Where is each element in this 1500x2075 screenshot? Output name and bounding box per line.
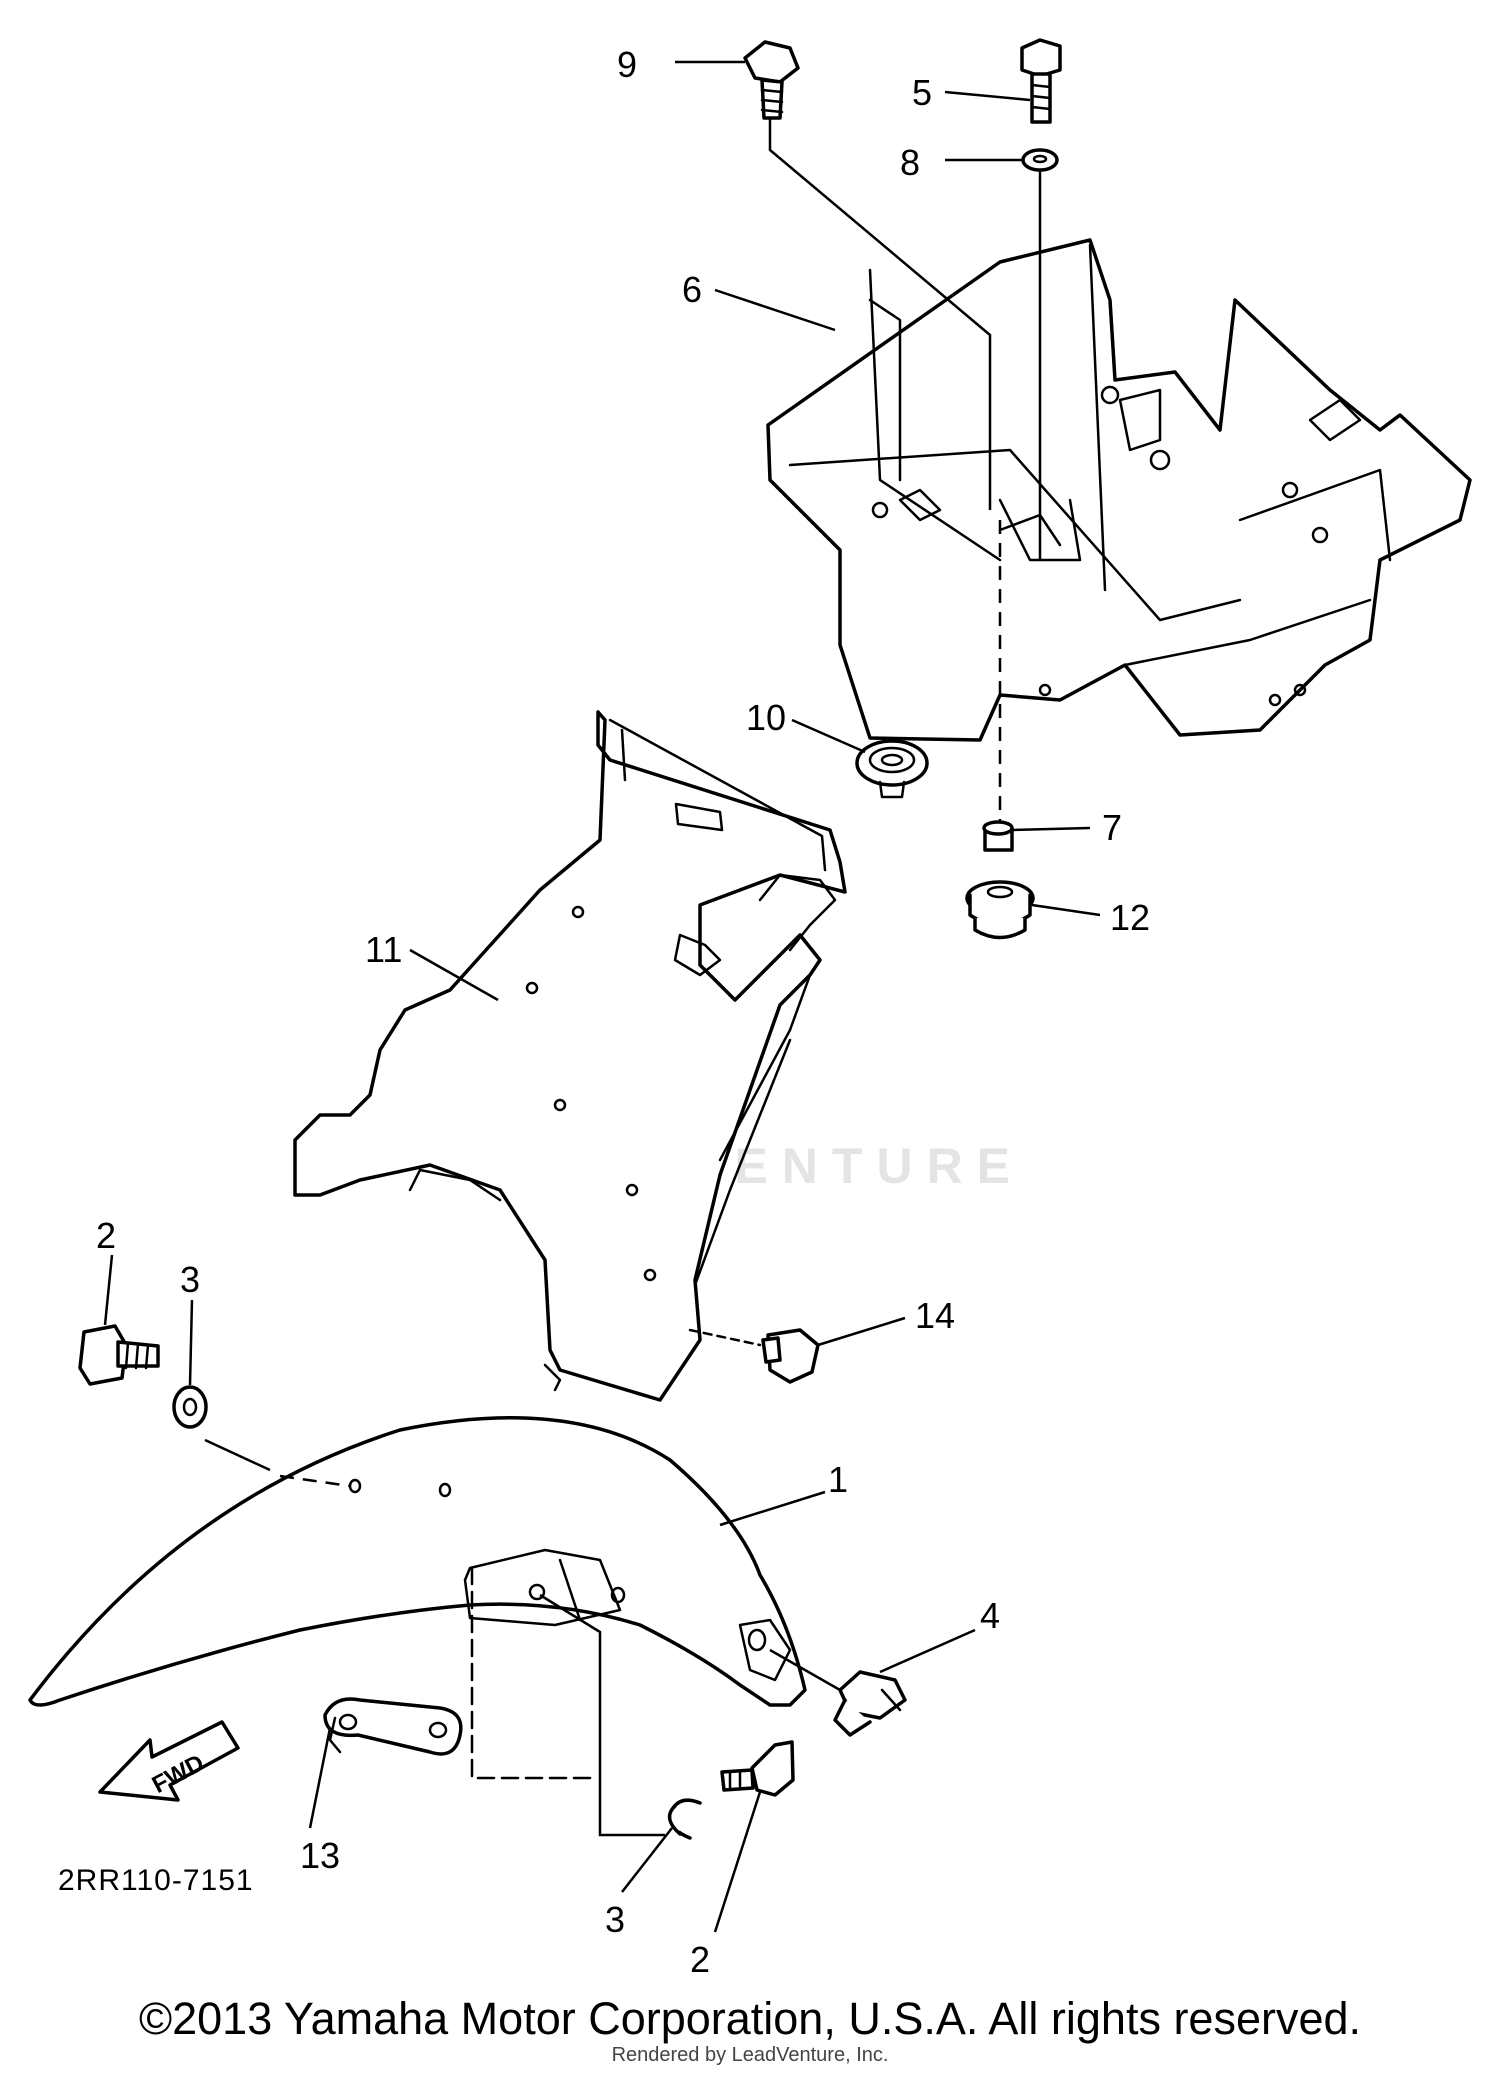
part-1-front-fender xyxy=(28,1416,807,1780)
callout-7: 12 xyxy=(1110,897,1150,938)
callouts: 9 5 8 6 10 7 12 11 14 2 3 1 4 xyxy=(96,44,1150,1980)
part-14-screw xyxy=(688,1328,820,1384)
axis-washer-3a xyxy=(279,1474,351,1488)
callout-2-upper: 2 xyxy=(96,1215,116,1256)
part-12-grommet xyxy=(855,739,929,799)
part-8-collar xyxy=(982,820,1014,852)
rendered-by-notice: Rendered by LeadVenture, Inc. xyxy=(611,2044,889,2066)
copyright-notice: ©2013 Yamaha Motor Corporation, U.S.A. A… xyxy=(138,1993,1362,2044)
part-2-bolt-lower xyxy=(720,1740,795,1797)
callout-13: 11 xyxy=(365,929,402,970)
axis-bolt-11 xyxy=(768,118,992,510)
callout-14: 14 xyxy=(915,1295,955,1336)
callout-1: 1 xyxy=(828,1459,848,1500)
part-13-inner-fender xyxy=(293,710,847,1402)
callout-11: 9 xyxy=(617,44,637,85)
figure-code: 2RR110-7151 xyxy=(58,1864,254,1897)
part-4-cable-guide xyxy=(769,1648,907,1737)
callout-5: 13 xyxy=(300,1835,340,1876)
callout-8: 7 xyxy=(1102,807,1122,848)
part-7-damper xyxy=(965,880,1035,940)
fwd-arrow: FWD xyxy=(98,1720,240,1802)
callout-2-lower: 2 xyxy=(690,1939,710,1980)
part-11-flange-bolt xyxy=(743,40,800,120)
part-6-battery-box xyxy=(766,238,1472,742)
callout-12: 10 xyxy=(746,697,786,738)
part-9-bolt xyxy=(1020,38,1062,124)
axis-bolt-2b xyxy=(539,1593,665,1837)
callout-6: 6 xyxy=(682,269,702,310)
callout-10: 8 xyxy=(900,142,920,183)
callout-9: 5 xyxy=(912,72,932,113)
part-2-bolt-upper xyxy=(78,1324,160,1386)
leader-washer-3a xyxy=(204,1438,271,1472)
part-3-washer-lower xyxy=(667,1798,702,1840)
part-10-washer xyxy=(1021,148,1059,172)
callout-3-lower: 3 xyxy=(605,1899,625,1940)
callout-4: 4 xyxy=(980,1595,1000,1636)
callout-3-upper: 3 xyxy=(180,1259,200,1300)
part-5-stay xyxy=(323,1697,463,1756)
part-3-washer-upper xyxy=(172,1385,208,1429)
